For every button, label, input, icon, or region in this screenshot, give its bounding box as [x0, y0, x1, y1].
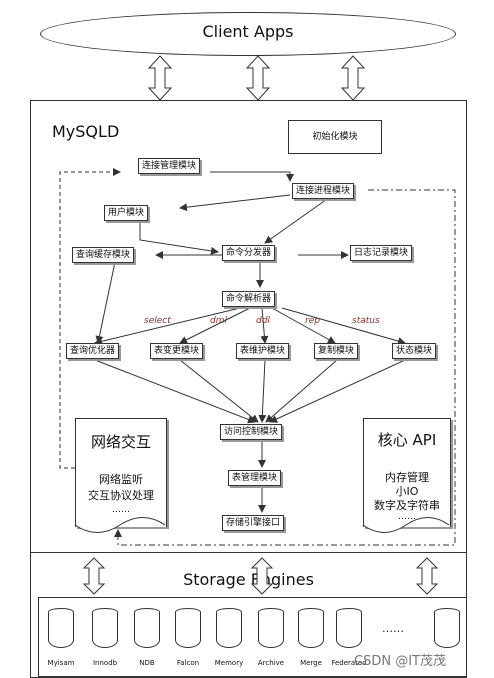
optimizer-module: 查询优化器: [66, 343, 120, 359]
engine-cylinder: [48, 608, 74, 652]
table-maint-module: 表维护模块: [236, 343, 290, 359]
access-control-module: 访问控制模块: [220, 424, 283, 440]
engine-cylinder: [134, 608, 160, 652]
replication-module: 复制模块: [314, 343, 359, 359]
engines-more: ……: [382, 622, 404, 635]
dispatcher-module: 命令分发器: [222, 245, 276, 261]
watermark: CSDN @IT茂茂: [354, 654, 446, 669]
engines-container: [38, 597, 467, 677]
engine-label: NDB: [139, 659, 155, 667]
core-api-line: 小IO: [395, 485, 419, 498]
client-apps-label: Client Apps: [202, 22, 294, 41]
table-mgmt-module: 表管理模块: [228, 470, 282, 486]
mysqld-box: [30, 100, 467, 553]
engine-cylinder: [92, 608, 118, 652]
network-doc-line: 交互协议处理: [88, 489, 154, 502]
init-module: 初始化模块: [288, 120, 382, 154]
network-doc-line: 网络监听: [99, 473, 143, 486]
engine-cylinder: [216, 608, 242, 652]
engine-label: Memory: [214, 659, 244, 667]
engine-label: Archive: [257, 659, 285, 667]
engine-label: Myisam: [47, 659, 75, 667]
engine-cylinder: [336, 608, 362, 652]
label-dml: dml: [210, 316, 227, 326]
engine-cylinder: [175, 608, 201, 652]
user-module: 用户模块: [104, 205, 149, 221]
parser-module: 命令解析器: [222, 291, 276, 307]
label-select: select: [144, 316, 171, 326]
query-cache-module: 查询缓存模块: [72, 247, 135, 263]
conn-proc-module: 连接进程模块: [292, 183, 355, 199]
engine-cylinder: [298, 608, 324, 652]
network-doc-title: 网络交互: [90, 433, 151, 451]
engine-cylinder: [258, 608, 284, 652]
core-api-line: 内存管理: [385, 471, 429, 484]
mysqld-title: MySQLD: [52, 122, 120, 141]
core-api-doc: 核心 API 内存管理 小IO 数字及字符串 ……: [363, 418, 451, 527]
status-module: 状态模块: [392, 343, 437, 359]
engine-label: Federated: [331, 659, 367, 667]
client-apps-ellipse: [40, 12, 456, 56]
network-doc-line: ……: [112, 505, 130, 515]
engine-label: Falcon: [176, 659, 200, 667]
conn-mgmt-module: 连接管理模块: [138, 158, 201, 174]
storage-iface-module: 存储引擎接口: [222, 515, 285, 531]
engine-label: Merge: [300, 659, 322, 667]
engine-label: Innodb: [92, 659, 118, 667]
label-rep: rep: [305, 316, 320, 326]
table-change-module: 表变更模块: [150, 343, 204, 359]
engine-cylinder: [434, 608, 460, 652]
label-ddl: ddl: [256, 316, 270, 326]
storage-engines-title: Storage Engines: [183, 570, 314, 589]
core-api-line: ……: [398, 512, 416, 522]
core-api-title: 核心 API: [377, 431, 437, 449]
core-api-line: 数字及字符串: [374, 499, 440, 512]
logging-module: 日志记录模块: [350, 245, 413, 261]
network-doc: 网络交互 网络监听 交互协议处理 ……: [75, 418, 167, 527]
label-status: status: [352, 316, 380, 326]
